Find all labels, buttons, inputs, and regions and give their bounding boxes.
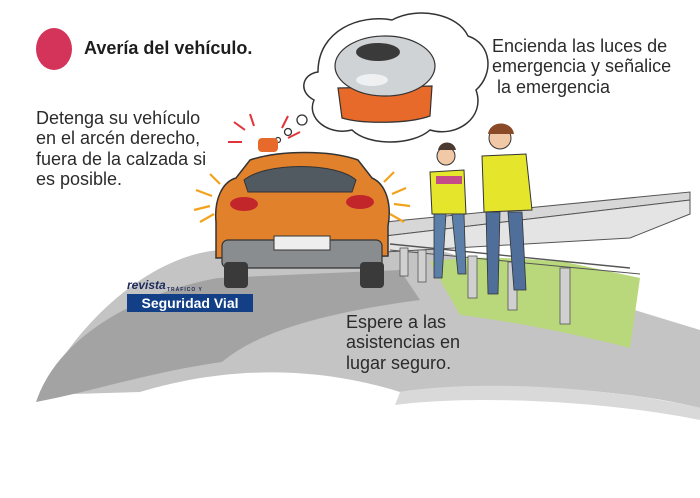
beacon-lens: [356, 43, 400, 61]
bubble-dot: [296, 114, 308, 126]
car-plate: [273, 235, 331, 251]
roof-beacon: [258, 138, 278, 152]
logo-line-trafico: TRÁFICO Y: [167, 287, 203, 293]
guardrail-post: [399, 247, 409, 277]
car-rear-window: [243, 166, 357, 193]
beacon-rays: [228, 113, 301, 143]
logo-line-seguridad-vial: Seguridad Vial: [127, 294, 253, 312]
step-wait-text: Espere a las asistencias en lugar seguro…: [346, 312, 460, 373]
step-stop-line: fuera de la calzada si: [36, 148, 207, 169]
step-stop-line: en el arcén derecho,: [36, 128, 201, 149]
magazine-logo: revista TRÁFICO Y Seguridad Vial: [127, 278, 255, 314]
person-right: [481, 123, 533, 295]
person-left: [429, 142, 467, 279]
guardrail-line: [389, 243, 631, 269]
logo-line-revista: revista: [127, 278, 166, 292]
step-lights-line: Encienda las luces de: [492, 36, 668, 56]
step-wait-line: asistencias en: [346, 332, 461, 353]
car-taillight: [346, 195, 374, 209]
road-edge-shade: [395, 385, 700, 420]
step-wait-line: lugar seguro.: [346, 352, 452, 373]
title-dot: [36, 28, 72, 70]
step-wait-line: Espere a las: [346, 312, 447, 332]
beacon-reflection: [356, 74, 388, 86]
bubble-dot: [283, 127, 293, 137]
car-shadow: [36, 270, 420, 402]
beacon-body: [337, 85, 433, 123]
step-lights-text: Encienda las luces de emergencia y señal…: [492, 36, 671, 97]
step-lights-line: emergencia y señalice: [492, 56, 672, 77]
grass-verge: [430, 257, 640, 348]
guardrail-post: [559, 267, 571, 325]
car-wheel: [224, 262, 248, 288]
guardrail-post: [417, 249, 427, 283]
page-title: Avería del vehículo.: [84, 38, 253, 58]
car-wheel: [360, 262, 384, 288]
step-stop-line: es posible.: [36, 168, 123, 189]
step-lights-line: la emergencia: [492, 76, 611, 97]
step-stop-text: Detenga su vehículo en el arcén derecho,…: [36, 108, 206, 189]
guardrail-post: [467, 255, 478, 299]
car-taillight: [230, 197, 258, 211]
step-stop-line: Detenga su vehículo: [36, 108, 201, 128]
hazard-rays: [193, 171, 411, 223]
